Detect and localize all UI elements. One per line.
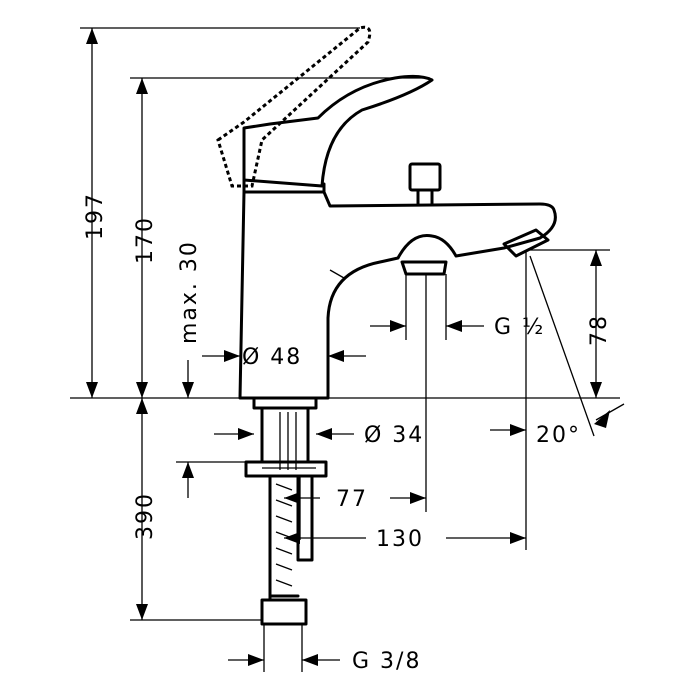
supply-hose <box>268 474 314 602</box>
mounting-shank <box>252 396 318 464</box>
dim-spout-height: 78 <box>587 314 612 346</box>
dim-diverter-offset: 77 <box>336 487 368 512</box>
dim-shank-diameter: Ø 34 <box>364 423 424 448</box>
dim-thread-outlet: G ½ <box>494 315 545 340</box>
dim-spout-reach: 130 <box>376 527 424 552</box>
hose-braid <box>275 483 293 587</box>
dim-body-height: 170 <box>133 216 158 264</box>
dim-hose-thread: G 3/8 <box>352 649 421 674</box>
dimension-lines: 197 170 max. 30 Ø 48 G ½ 78 <box>80 27 625 674</box>
spout-inner-line <box>329 269 345 279</box>
spout-aerator <box>502 228 550 258</box>
faucet-outline <box>216 25 557 626</box>
bath-outlet <box>400 260 448 276</box>
lever-raised-dashed <box>216 25 372 188</box>
lever-handle <box>242 74 434 188</box>
diverter-knob <box>408 162 442 192</box>
dim-below-deck: 390 <box>133 492 158 540</box>
dim-angle: 20° <box>536 423 581 448</box>
dim-body-diameter: Ø 48 <box>242 345 302 370</box>
lever-base <box>242 178 326 194</box>
faucet-body <box>238 190 557 400</box>
diverter-stem <box>416 188 434 206</box>
dim-total-height: 197 <box>83 192 108 240</box>
hose-fitting <box>260 594 308 626</box>
dim-max-30: max. 30 <box>177 240 202 344</box>
hose-rods <box>279 412 301 540</box>
mounting-nut <box>244 460 328 478</box>
